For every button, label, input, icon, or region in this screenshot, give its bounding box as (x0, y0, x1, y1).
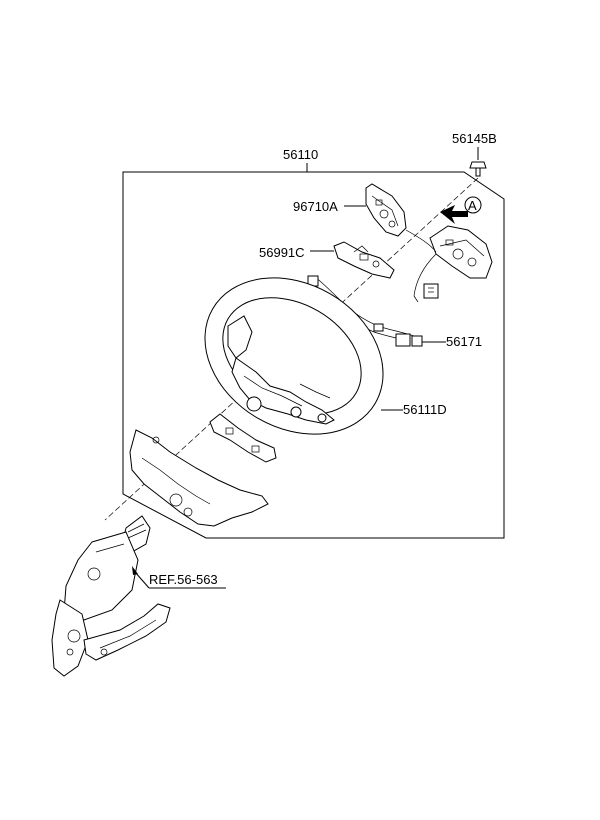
trim-cover-icon (333, 241, 395, 279)
assembly-boundary (122, 171, 505, 539)
lower-shroud-icon (129, 429, 269, 527)
ref-arrow (132, 566, 150, 589)
svg-text:A: A (468, 198, 477, 213)
bolt-icon (469, 161, 487, 177)
steering-switch-right-icon (429, 225, 493, 279)
steering-column-icon (51, 515, 171, 677)
steering-switch-left-icon (365, 183, 407, 237)
label-56145B: 56145B (452, 131, 497, 146)
switch-connector-icon (423, 283, 439, 299)
label-ref-56-563: REF.56-563 (149, 572, 218, 587)
lower-bracket-icon (209, 413, 277, 463)
label-96710A: 96710A (293, 199, 338, 214)
label-56111D: 56111D (403, 402, 447, 417)
label-56171: 56171 (446, 334, 482, 349)
view-a-marker: A (440, 196, 482, 224)
steering-wheel-icon (204, 277, 384, 435)
switch-cable (405, 229, 437, 303)
label-56110: 56110 (283, 147, 318, 162)
label-56991C: 56991C (259, 245, 305, 260)
